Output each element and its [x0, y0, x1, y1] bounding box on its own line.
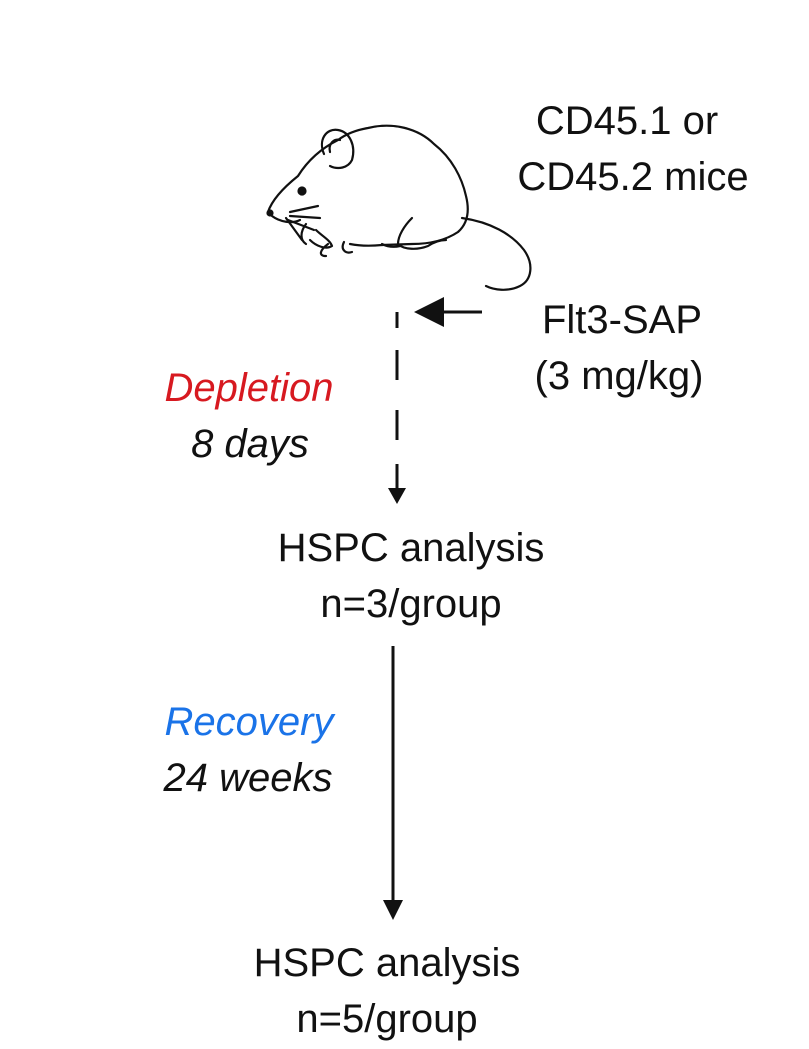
mouse-icon: [266, 124, 532, 291]
depletion-duration: 8 days: [191, 422, 309, 466]
analysis-2-group-size: n=5/group: [296, 997, 478, 1041]
recovery-label: Recovery: [164, 700, 334, 744]
treatment-dose: (3 mg/kg): [534, 354, 704, 398]
depletion-label: Depletion: [164, 366, 334, 410]
recovery-arrowhead: [383, 900, 403, 920]
depletion-arrowhead: [388, 488, 406, 504]
mice-label-line1: CD45.1 or: [535, 99, 719, 143]
analysis-2-title: HSPC analysis: [253, 941, 521, 985]
mice-label-line2: CD45.2 mice: [517, 155, 749, 199]
treatment-drug: Flt3-SAP: [541, 298, 703, 342]
analysis-1-title: HSPC analysis: [277, 526, 545, 570]
analysis-1-group-size: n=3/group: [320, 582, 502, 626]
recovery-duration: 24 weeks: [163, 756, 333, 800]
